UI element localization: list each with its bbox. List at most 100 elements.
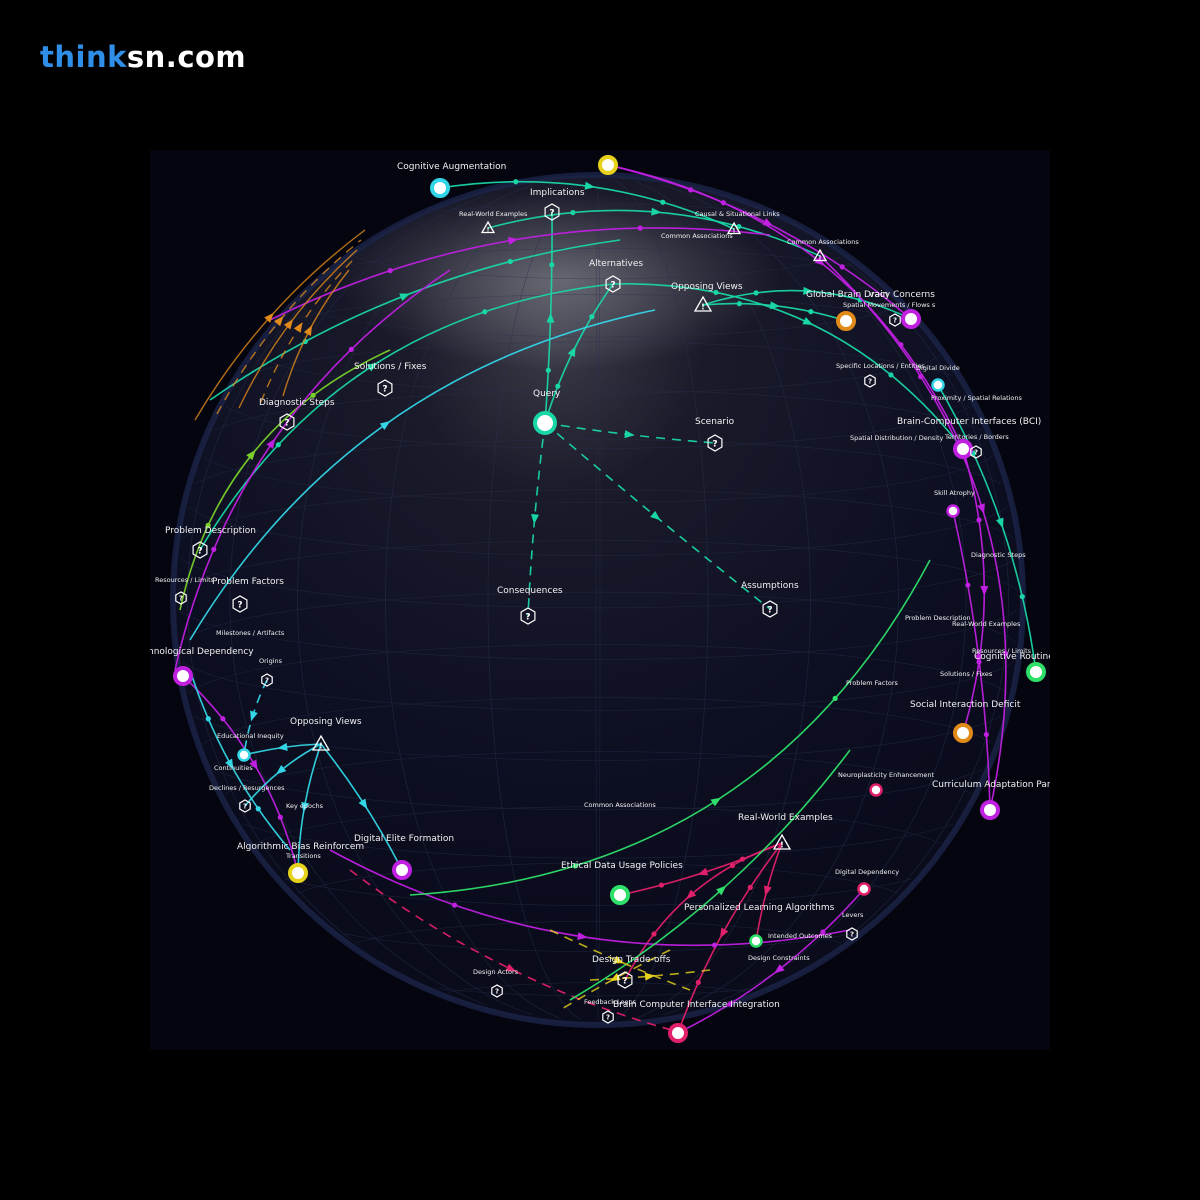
warning-exclamation-glyph: ! — [487, 226, 490, 233]
node-causal[interactable]: !Causal & Situational Links — [695, 210, 780, 234]
node-label: Design Trade-offs — [592, 955, 671, 965]
node-implications[interactable]: ?Implications — [530, 188, 585, 221]
node-diagnostic[interactable]: ?Diagnostic Steps — [259, 398, 335, 431]
node-declines[interactable]: ?Declines / Resurgences — [209, 784, 285, 813]
node-designactors[interactable]: ?Design Actors — [473, 968, 519, 998]
node-commonassoc2[interactable]: !Common Associations — [787, 238, 859, 261]
node-circle-icon — [1026, 662, 1046, 682]
node-cogaug[interactable]: Cognitive Augmentation — [397, 162, 506, 198]
node-opposing2[interactable]: !Opposing Views — [671, 282, 743, 312]
node-label: Skill Atrophy — [934, 489, 975, 497]
question-hex-icon — [175, 591, 187, 605]
node-label: Milestones / Artifacts — [216, 629, 285, 637]
edge-arrow — [531, 513, 539, 525]
node-curriculum[interactable]: Curriculum Adaptation Paralysis — [932, 780, 1050, 820]
question-hex-icon — [261, 673, 273, 687]
node-levers[interactable]: ?Levers — [842, 911, 864, 941]
node-milestones[interactable]: Milestones / Artifacts — [216, 629, 285, 637]
edge-dot — [555, 383, 561, 389]
node-commonassoc3[interactable]: Common Associations — [584, 801, 656, 809]
node-problemdesc[interactable]: ?Problem Description — [165, 526, 256, 559]
node-proximity[interactable]: Proximity / Spatial Relations — [931, 394, 1023, 402]
question-mark-glyph: ? — [179, 595, 183, 603]
node-label: Solutions / Fixes — [354, 362, 427, 372]
edge-arrow — [624, 430, 635, 439]
node-label: Continuities — [214, 764, 253, 772]
node-territories[interactable]: ?Territories / Borders — [944, 433, 1009, 459]
node-alternatives[interactable]: ?Alternatives — [589, 259, 643, 293]
edge-dot — [205, 522, 211, 528]
node-realworld1[interactable]: !Real-World Examples — [459, 210, 528, 233]
node-label: Digital Elite Formation — [354, 834, 454, 844]
node-bciintegration[interactable]: Brain Computer Interface Integration — [613, 1000, 780, 1043]
node-digitaldivide[interactable]: Digital Divide — [916, 364, 960, 392]
node-problemfactors[interactable]: ?Problem Factors — [212, 577, 284, 613]
node-transitions[interactable]: Transitions — [285, 852, 321, 860]
knowledge-graph-sphere[interactable]: Query ?Scenario ?Consequences ?Assumptions?… — [150, 150, 1050, 1050]
node-commonassoc1[interactable]: Common Associations — [661, 232, 733, 240]
graph-nodes[interactable]: Query ?Scenario ?Consequences ?Assumptions?… — [150, 155, 1050, 1043]
node-realworld3[interactable]: !Real-World Examples — [738, 813, 833, 850]
edge-arrow — [613, 955, 624, 964]
edge-dot — [637, 225, 643, 231]
warning-exclamation-glyph: ! — [701, 302, 705, 311]
node-skillatrophy[interactable]: Skill Atrophy — [934, 489, 975, 518]
node-designtradeoffs[interactable]: ?Design Trade-offs — [592, 955, 671, 989]
sphere-body — [173, 175, 1023, 1025]
node-opposing1[interactable]: !Opposing Views — [290, 717, 362, 751]
edge-dot — [888, 372, 894, 378]
node-neuroplast[interactable]: Neuroplasticity Enhancement — [838, 771, 934, 797]
node-origins[interactable]: ?Origins — [259, 657, 283, 687]
node-label: Key epochs — [286, 802, 324, 810]
edge-arrow — [303, 325, 313, 336]
node-label: Design Actors — [473, 968, 519, 976]
node-label: Design Constraints — [748, 954, 810, 962]
node-designconstraints[interactable]: Design Constraints — [748, 954, 810, 962]
node-spatialmov[interactable]: ?Spatial Movements / Flows s — [843, 301, 936, 327]
graph-canvas[interactable]: Query ?Scenario ?Consequences ?Assumptions?… — [150, 150, 1050, 1050]
node-circle-icon — [931, 378, 945, 392]
node-topnode[interactable] — [598, 155, 618, 175]
node-socialdeficit[interactable]: Social Interaction Deficit — [910, 700, 1021, 743]
graph-edge — [349, 869, 691, 1036]
node-continuities[interactable]: Continuities — [214, 764, 253, 772]
node-eduineq[interactable]: Educational Inequity — [217, 732, 284, 762]
node-spatialloc[interactable]: ?Specific Locations / Entities — [836, 362, 925, 388]
node-consequences[interactable]: ?Consequences — [497, 586, 563, 625]
node-algobias[interactable]: Algorithmic Bias Reinforcem — [237, 842, 364, 883]
node-circle-icon — [173, 666, 193, 686]
node-solutions2[interactable]: Solutions / Fixes — [940, 670, 993, 678]
node-problemfactors2[interactable]: Problem Factors — [846, 679, 899, 687]
node-globalbrain[interactable]: Global Brain Drain — [806, 290, 888, 331]
node-personalized[interactable]: Personalized Learning Algorithms — [684, 903, 835, 913]
node-label: Causal & Situational Links — [695, 210, 780, 218]
node-realworld2[interactable]: Real-World Examples — [952, 620, 1021, 628]
node-techdep[interactable]: nnological Dependency — [150, 647, 254, 686]
node-intended[interactable]: Intended Outcomes — [749, 932, 833, 948]
node-digitalelite[interactable]: Digital Elite Formation — [354, 834, 454, 880]
edge-arrow — [225, 758, 234, 770]
node-solutions[interactable]: ?Solutions / Fixes — [354, 362, 427, 397]
node-problemdesc2[interactable]: Problem Description — [905, 614, 971, 622]
question-hex-icon — [602, 1010, 614, 1024]
node-keyepochs[interactable]: Key epochs — [286, 802, 324, 810]
node-ethical[interactable]: Ethical Data Usage Policies — [561, 861, 683, 905]
node-cogroutines[interactable]: Cognitive Routines D — [974, 652, 1050, 682]
node-assumptions[interactable]: ?Assumptions — [741, 581, 799, 618]
node-circle-icon — [980, 800, 1000, 820]
node-spatialdist[interactable]: Spatial Distribution / Density — [850, 434, 944, 442]
question-hex-icon — [377, 379, 393, 397]
node-label: Feedback Loops — [584, 998, 637, 1006]
node-query[interactable]: Query — [533, 389, 561, 435]
node-feedback[interactable]: ?Feedback Loops — [584, 998, 637, 1024]
node-label: Common Associations — [661, 232, 733, 240]
node-digitaldep[interactable]: Digital Dependency — [835, 868, 899, 896]
node-resources[interactable]: ?Resources / Limits — [155, 576, 215, 605]
node-privacy[interactable]: vacy Concerns — [869, 290, 935, 329]
edge-dot — [277, 814, 283, 820]
node-scenario[interactable]: ?Scenario — [695, 417, 735, 452]
edge-dot — [570, 209, 576, 216]
node-diagnostic2[interactable]: Diagnostic Steps — [971, 551, 1026, 559]
node-resources2[interactable]: Resources / Limits — [972, 647, 1032, 655]
edge-arrow — [644, 972, 656, 981]
